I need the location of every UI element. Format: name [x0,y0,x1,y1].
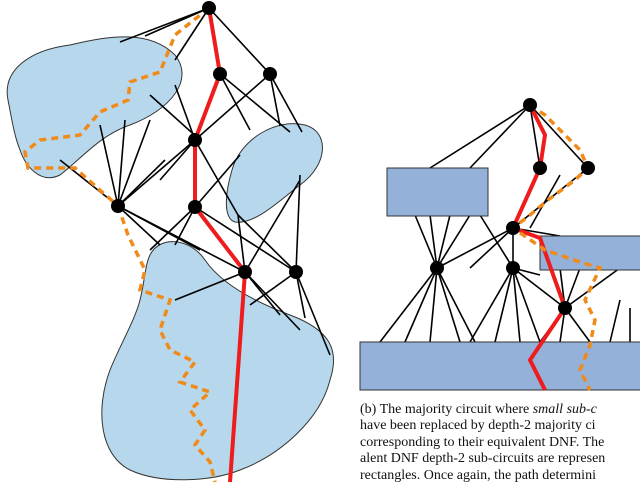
node [289,265,303,279]
box-bottom [359,341,640,391]
node [202,1,216,15]
left-red-path [193,7,248,483]
caption-line-5: rectangles. Once again, the path determi… [360,467,596,483]
right-nodes [430,98,595,315]
caption-line-1-italic: small sub-c [532,402,597,417]
caption-line-1-text: (b) The majority circuit where [360,402,533,417]
node [430,261,444,275]
node [188,133,202,147]
left-orange-path-b [116,205,217,483]
right-edges [379,104,631,343]
right-red-path [510,104,568,391]
node [213,67,227,81]
region-top-left [6,36,183,178]
caption-line-3: corresponding to their equivalent DNF. T… [360,434,605,450]
left-nodes [111,1,303,279]
left-circuit [6,36,335,481]
node [188,200,202,214]
node [533,161,547,175]
node [238,265,252,279]
caption-line-4: alent DNF depth-2 sub-circuits are repre… [360,451,606,467]
node [506,261,520,275]
node [581,161,595,175]
caption-line-2: have been replaced by depth-2 majority c… [360,418,596,434]
node [523,98,537,112]
node [111,199,125,213]
caption-line-1: (b) The majority circuit where small sub… [360,402,640,418]
node [506,221,520,235]
region-bottom [101,241,335,481]
box-top-left [386,167,489,217]
figure-caption: (b) The majority circuit where small sub… [360,402,640,484]
node [558,301,572,315]
left-orange-path-a [23,6,211,208]
node [263,67,277,81]
region-middle-right [225,123,323,223]
